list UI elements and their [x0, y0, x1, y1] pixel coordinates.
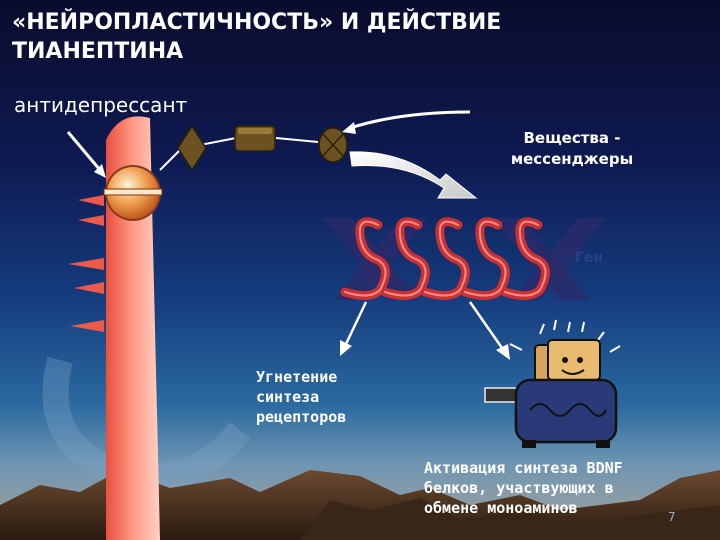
receptor-sphere [103, 165, 163, 221]
gene-faint-label: Ген [575, 250, 604, 266]
capsule-molecule [234, 125, 276, 152]
slide-title: «НЕЙРОПЛАСТИЧНОСТЬ» И ДЕЙСТВИЕ ТИАНЕПТИН… [12, 10, 502, 64]
arrow-to-activation [468, 301, 510, 360]
arrow-to-inhibition [340, 301, 368, 356]
messengers-label: Вещества - мессенджеры [510, 129, 634, 168]
ellipse-molecule [318, 127, 348, 163]
dna-coil [322, 217, 606, 300]
toaster-icon [484, 319, 621, 448]
arrow-from-messengers [342, 110, 471, 134]
inhibition-label: Угнетение синтеза рецепторов [256, 368, 347, 426]
membrane [106, 116, 160, 540]
mountains [0, 470, 720, 540]
arrow-to-receptor [66, 131, 106, 178]
big-curved-arrow [349, 151, 478, 199]
activation-label: Активация синтеза BDNF белков, участвующ… [424, 459, 623, 517]
membrane-spikes [68, 195, 104, 332]
slide-number: 7 [668, 510, 676, 524]
diamond-molecule [177, 124, 207, 172]
antidepressant-label: антидепрессант [14, 93, 188, 117]
